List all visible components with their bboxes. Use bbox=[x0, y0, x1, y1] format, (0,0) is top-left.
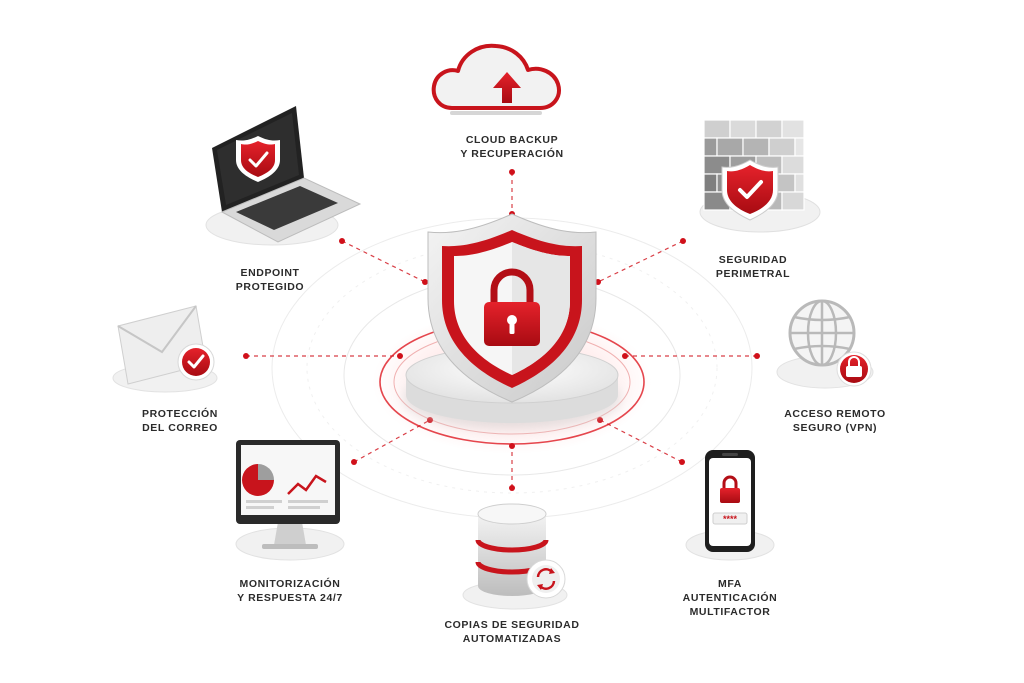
label-line: SEGURIDAD bbox=[718, 254, 788, 266]
label-line: SEGURO (VPN) bbox=[792, 422, 878, 434]
label-endpoint-protegido: ENDPOINT PROTEGIDO bbox=[200, 266, 340, 294]
connector-vpn bbox=[622, 353, 760, 359]
label-line: DEL CORREO bbox=[142, 422, 218, 434]
label-line: ENDPOINT bbox=[240, 267, 300, 279]
firewall-shield-icon bbox=[699, 119, 821, 233]
label-line: Y RESPUESTA 24/7 bbox=[237, 592, 343, 604]
label-line: CLOUD BACKUP bbox=[465, 134, 559, 146]
connector-email bbox=[243, 353, 403, 359]
connector-mfa bbox=[597, 417, 685, 465]
label-line: PROTECCIÓN bbox=[141, 408, 218, 420]
label-proteccion-correo: PROTECCIÓN DEL CORREO bbox=[100, 407, 260, 435]
label-line: ACCESO REMOTO bbox=[784, 408, 886, 420]
label-line: PROTEGIDO bbox=[235, 281, 305, 293]
label-acceso-remoto-vpn: ACCESO REMOTO SEGURO (VPN) bbox=[760, 407, 910, 435]
cloud-upload-icon bbox=[431, 43, 561, 115]
connector-backups bbox=[509, 443, 515, 491]
label-line: MULTIFACTOR bbox=[689, 606, 771, 618]
label-line: MFA bbox=[718, 578, 742, 590]
connector-cloud bbox=[509, 169, 515, 217]
envelope-check-icon bbox=[112, 305, 218, 393]
monitor-analytics-icon bbox=[235, 440, 345, 561]
label-seguridad-perimetral: SEGURIDAD PERIMETRAL bbox=[678, 253, 828, 281]
connector-monitor bbox=[351, 417, 433, 465]
label-line: AUTENTICACIÓN bbox=[682, 592, 778, 604]
label-cloud-backup: CLOUD BACKUP Y RECUPERACIÓN bbox=[432, 133, 592, 161]
label-copias-seguridad: COPIAS DE SEGURIDAD AUTOMATIZADAS bbox=[422, 618, 602, 646]
shield-lock-icon bbox=[427, 213, 597, 403]
label-line: PERIMETRAL bbox=[715, 268, 791, 280]
connector-firewall bbox=[595, 238, 686, 285]
label-mfa: MFA AUTENTICACIÓN MULTIFACTOR bbox=[655, 577, 805, 619]
label-monitorizacion: MONITORIZACIÓN Y RESPUESTA 24/7 bbox=[210, 577, 370, 605]
globe-lock-icon bbox=[776, 299, 874, 389]
label-line: Y RECUPERACIÓN bbox=[460, 148, 564, 160]
label-line: AUTOMATIZADAS bbox=[462, 633, 562, 645]
smartphone-lock-icon: **** bbox=[685, 450, 775, 561]
database-sync-icon bbox=[462, 503, 568, 610]
label-line: COPIAS DE SEGURIDAD bbox=[444, 619, 580, 631]
label-line: MONITORIZACIÓN bbox=[239, 578, 341, 590]
center-shield-hub bbox=[404, 213, 620, 428]
svg-text:****: **** bbox=[723, 514, 738, 524]
laptop-shield-icon bbox=[205, 106, 362, 246]
connector-endpoint bbox=[339, 238, 428, 285]
